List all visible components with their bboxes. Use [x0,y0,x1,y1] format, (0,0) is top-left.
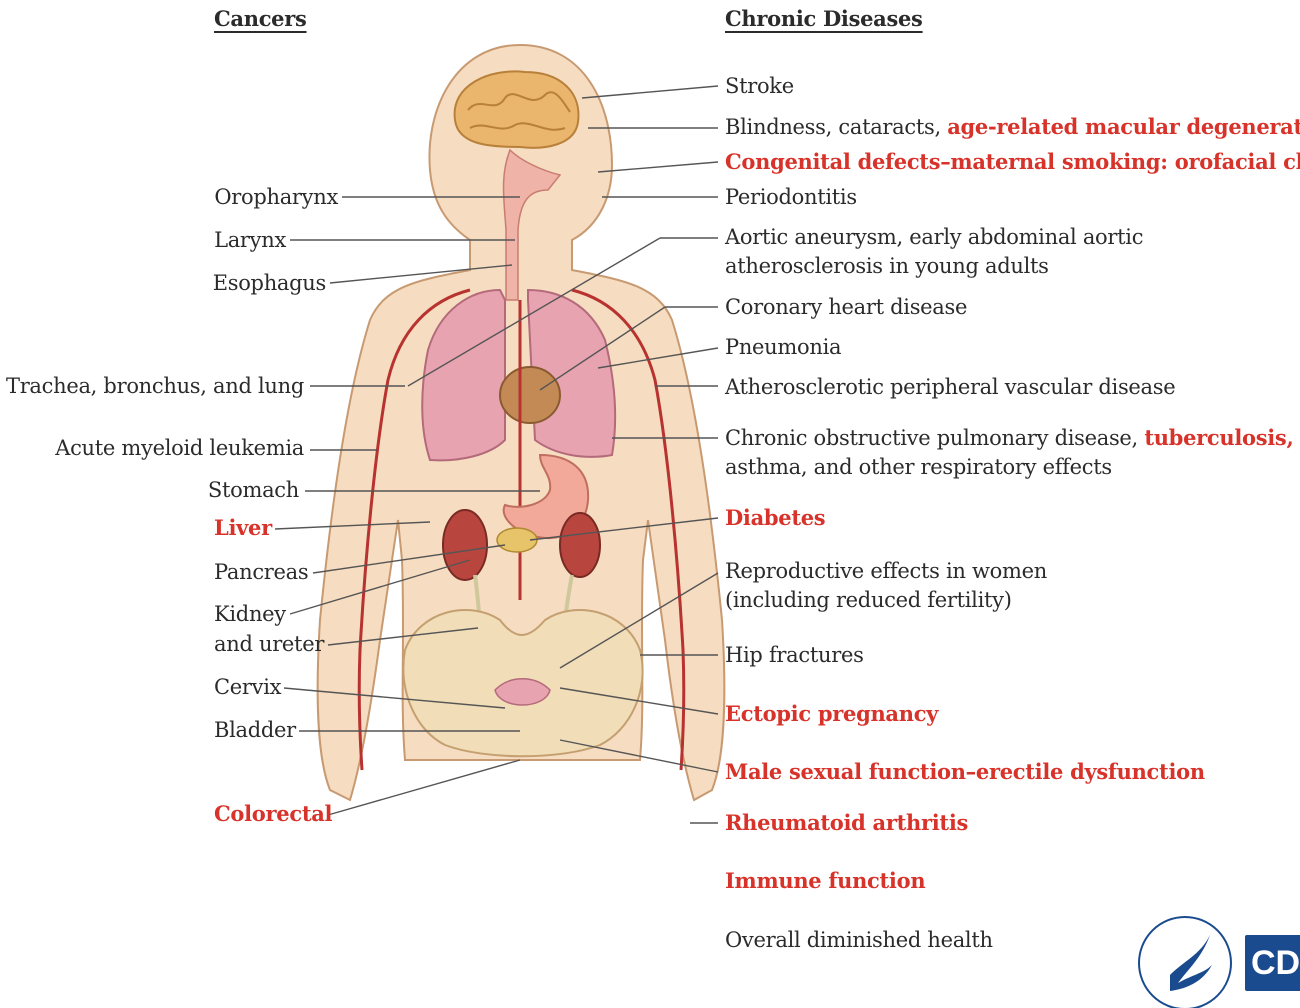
label-copd-plain: Chronic obstructive pulmonary disease, [725,426,1144,450]
label-hip-fractures: Hip fractures [725,640,864,670]
label-ectopic-pregnancy: Ectopic pregnancy [725,699,938,729]
label-blindness: Blindness, cataracts, age-related macula… [725,112,1300,142]
label-rheumatoid-arthritis: Rheumatoid arthritis [725,808,968,838]
label-tuberculosis: tuberculosis, [1144,425,1293,450]
heart [500,367,560,423]
label-kidney: Kidney [214,599,286,629]
label-stroke: Stroke [725,71,794,101]
label-blindness-plain: Blindness, cataracts, [725,115,947,139]
cdc-logo: CDC [1245,935,1300,991]
label-stomach: Stomach [208,475,299,505]
label-pancreas: Pancreas [214,557,308,587]
label-larynx: Larynx [214,225,286,255]
label-repro-line2: (including reduced fertility) [725,586,1047,615]
label-coronary-heart-disease: Coronary heart disease [725,292,967,322]
hhs-seal-icon [1130,905,1240,1008]
label-bladder: Bladder [214,715,296,745]
label-peripheral-vascular-disease: Atherosclerotic peripheral vascular dise… [725,372,1175,402]
label-pneumonia: Pneumonia [725,332,841,362]
label-diabetes: Diabetes [725,503,825,533]
chronic-diseases-header: Chronic Diseases [725,6,923,31]
label-oropharynx: Oropharynx [214,182,338,212]
label-immune-function: Immune function [725,866,925,896]
label-macular-degeneration: age-related macular degeneration [947,114,1300,139]
logos: CDC [1130,905,1300,1008]
label-overall-diminished-health: Overall diminished health [725,925,993,955]
label-aortic-line2: atherosclerosis in young adults [725,252,1143,281]
label-aortic-line1: Aortic aneurysm, early abdominal aortic [725,223,1143,252]
cancers-header: Cancers [214,6,307,31]
label-cervix: Cervix [214,672,281,702]
brain [455,71,579,147]
label-reproductive-effects: Reproductive effects in women(including … [725,557,1047,615]
label-copd-line2: asthma, and other respiratory effects [725,453,1293,482]
left-kidney [443,510,487,580]
label-congenital-defects: Congenital defects–maternal smoking: oro… [725,147,1300,177]
label-trachea-bronchus-lung: Trachea, bronchus, and lung [6,371,304,401]
label-erectile-dysfunction: Male sexual function–erectile dysfunctio… [725,757,1205,787]
label-copd: Chronic obstructive pulmonary disease, t… [725,423,1293,482]
label-periodontitis: Periodontitis [725,182,857,212]
label-liver: Liver [214,513,272,543]
label-colorectal: Colorectal [214,799,332,829]
label-repro-line1: Reproductive effects in women [725,557,1047,586]
right-kidney [560,513,600,577]
label-and-ureter: and ureter [214,629,324,659]
label-acute-myeloid-leukemia: Acute myeloid leukemia [55,433,304,463]
label-esophagus: Esophagus [213,268,326,298]
